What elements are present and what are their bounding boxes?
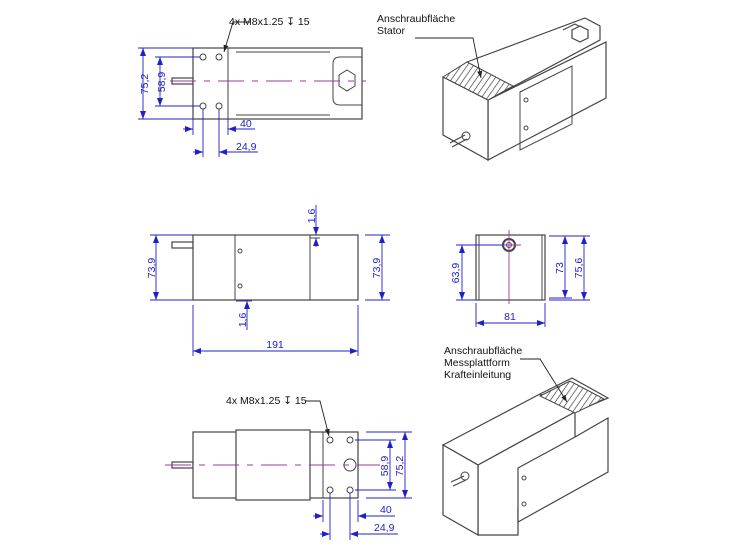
label-messplattform: Messplattform — [444, 357, 510, 369]
label-anschraubflaeche-2: Anschraubfläche — [444, 345, 522, 357]
dim-75-6: 75,6 — [573, 258, 585, 279]
dim-73-9-right: 73,9 — [371, 258, 383, 279]
dim-73-9-left: 73,9 — [146, 258, 158, 279]
side-view: 73,9 73,9 1,6 1,6 191 — [146, 205, 390, 356]
label-anschraubflaeche: Anschraubfläche — [377, 13, 455, 25]
dim-40-b: 40 — [380, 504, 392, 516]
dim-191: 191 — [266, 339, 284, 351]
label-stator: Stator — [377, 25, 406, 37]
isometric-view-platform: Anschraubfläche Messplattform Krafteinle… — [441, 345, 610, 537]
dim-1-6-bottom: 1,6 — [237, 313, 249, 328]
dim-24-9: 24,9 — [236, 141, 257, 153]
isometric-view-stator: Anschraubfläche Stator — [377, 13, 607, 162]
hatched-platform-surface — [538, 380, 606, 414]
label-krafteinleitung: Krafteinleitung — [444, 369, 511, 381]
dim-73: 73 — [554, 262, 566, 274]
hex-bolt-icon — [338, 69, 356, 92]
thread-note: 4x M8x1.25 ↧ 15 — [229, 16, 310, 28]
hatched-mounting-surface — [441, 61, 515, 101]
dim-40: 40 — [240, 118, 252, 130]
dim-81: 81 — [504, 311, 516, 323]
bolt-icon — [571, 25, 589, 43]
top-view: 75,2 58,9 40 24,9 4x M8x1.25 ↧ 15 — [138, 16, 366, 157]
dim-1-6-top: 1,6 — [306, 209, 318, 224]
dim-63-9: 63,9 — [450, 263, 462, 284]
thread-note-b: 4x M8x1.25 ↧ 15 — [226, 395, 307, 407]
dim-58-9: 58,9 — [156, 72, 168, 93]
dim-75-2: 75,2 — [139, 74, 151, 95]
body-outline — [192, 47, 363, 120]
dim-75-2-b: 75,2 — [394, 456, 406, 477]
dim-58-9-b: 58,9 — [379, 456, 391, 477]
bottom-view: 58,9 75,2 40 24,9 4x M8x1.25 ↧ 15 — [165, 395, 412, 540]
end-view: 63,9 73 75,6 81 — [450, 230, 590, 327]
dim-24-9-b: 24,9 — [374, 522, 395, 534]
